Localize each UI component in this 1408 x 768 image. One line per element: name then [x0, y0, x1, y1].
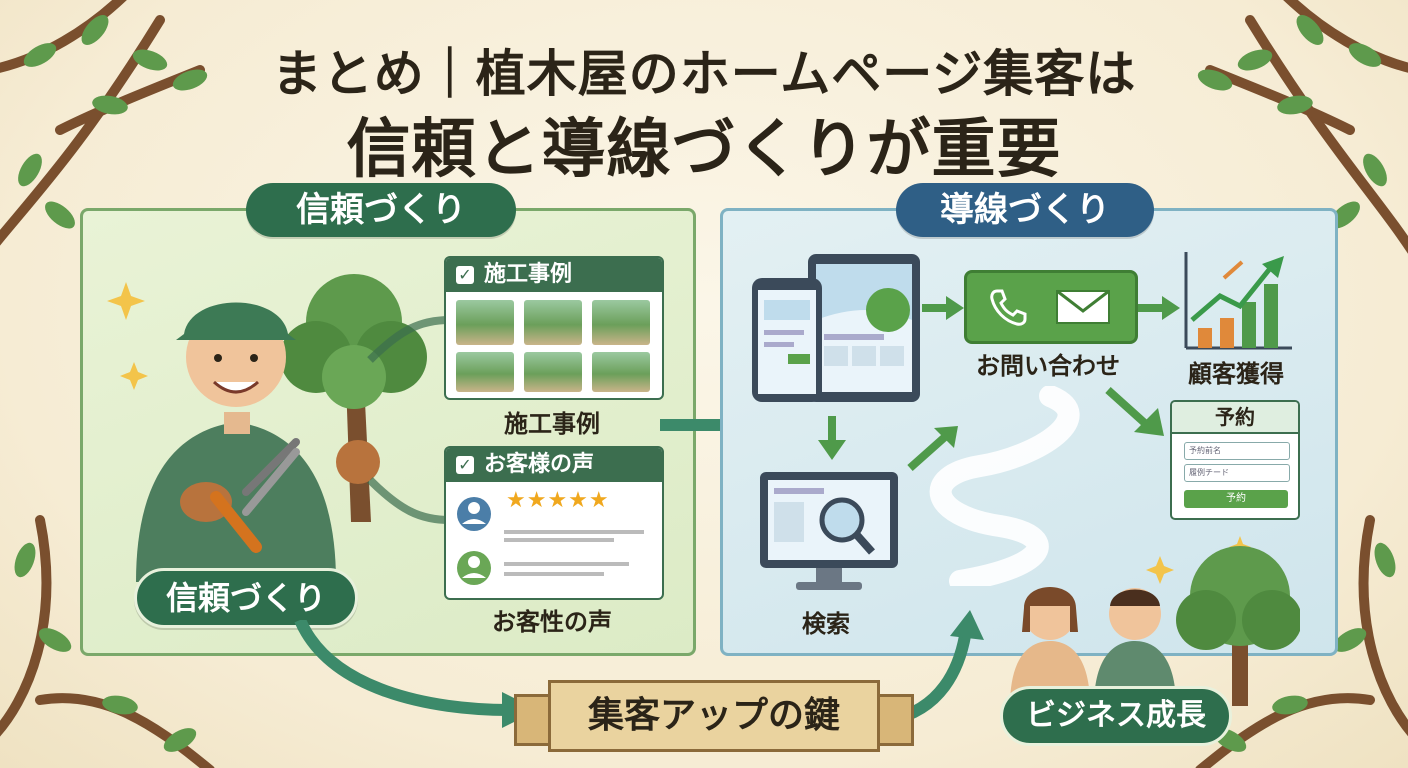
trust-badge: 信頼づくり	[134, 568, 358, 628]
couple-and-tree-illustration	[1010, 536, 1300, 706]
works-photo	[592, 352, 650, 392]
curve-arrow-left	[294, 620, 538, 728]
reservation-name-field[interactable]: 予約前名	[1184, 442, 1290, 460]
key-ribbon: 集客アップの鍵	[548, 680, 880, 752]
arrow-down-right-icon	[1105, 387, 1164, 436]
devices-illustration	[752, 254, 920, 402]
title-line-2: 信頼と導線づくりが重要	[346, 113, 1062, 187]
works-caption: 施工事例	[504, 410, 600, 438]
winding-path-illustration	[929, 386, 1080, 586]
arrow-right-icon	[922, 296, 964, 320]
search-monitor-illustration	[760, 472, 898, 590]
voices-card-title: お客様の声	[484, 452, 595, 477]
gardener-illustration	[107, 274, 427, 582]
works-photo	[592, 300, 650, 345]
phone-icon	[990, 289, 1027, 326]
trust-connectors	[367, 316, 451, 524]
voices-review-list	[457, 497, 644, 585]
flow-panel-heading: 導線づくり	[896, 183, 1154, 237]
arrow-right-icon	[1138, 296, 1180, 320]
acquire-label: 顧客獲得	[1188, 360, 1284, 388]
works-photo	[456, 352, 514, 392]
check-icon: ✓	[456, 266, 474, 284]
arrow-up-right-icon	[907, 426, 958, 471]
reservation-code-field[interactable]: 履例チード	[1184, 464, 1290, 482]
voices-card: ✓ お客様の声 ★★★★★	[444, 446, 664, 600]
works-card: ✓ 施工事例	[444, 256, 664, 400]
voices-card-header: ✓ お客様の声	[446, 448, 662, 482]
business-growth-badge: ビジネス成長	[1000, 686, 1232, 746]
trust-panel-heading: 信頼づくり	[246, 183, 516, 237]
reservation-submit-button[interactable]: 予約	[1184, 490, 1288, 508]
title-line-1: まとめ｜植木屋のホームページ集客は	[271, 45, 1137, 103]
reservation-form: 予約 予約前名 履例チード 予約	[1170, 400, 1300, 520]
works-photo	[524, 352, 582, 392]
works-photo	[456, 300, 514, 345]
contact-button[interactable]	[964, 270, 1138, 344]
growth-chart-icon	[1184, 252, 1292, 350]
voices-caption: お客性の声	[492, 608, 612, 636]
works-card-title: 施工事例	[484, 262, 573, 287]
reservation-form-title: 予約	[1172, 402, 1298, 434]
rating-stars: ★★★★★	[506, 488, 610, 513]
search-label: 検索	[802, 610, 850, 638]
check-icon: ✓	[456, 456, 474, 474]
arrow-down-icon	[818, 416, 846, 460]
works-card-header: ✓ 施工事例	[446, 258, 662, 292]
contact-label: お問い合わせ	[976, 352, 1120, 380]
works-photo	[524, 300, 582, 345]
mail-icon	[1056, 289, 1110, 324]
